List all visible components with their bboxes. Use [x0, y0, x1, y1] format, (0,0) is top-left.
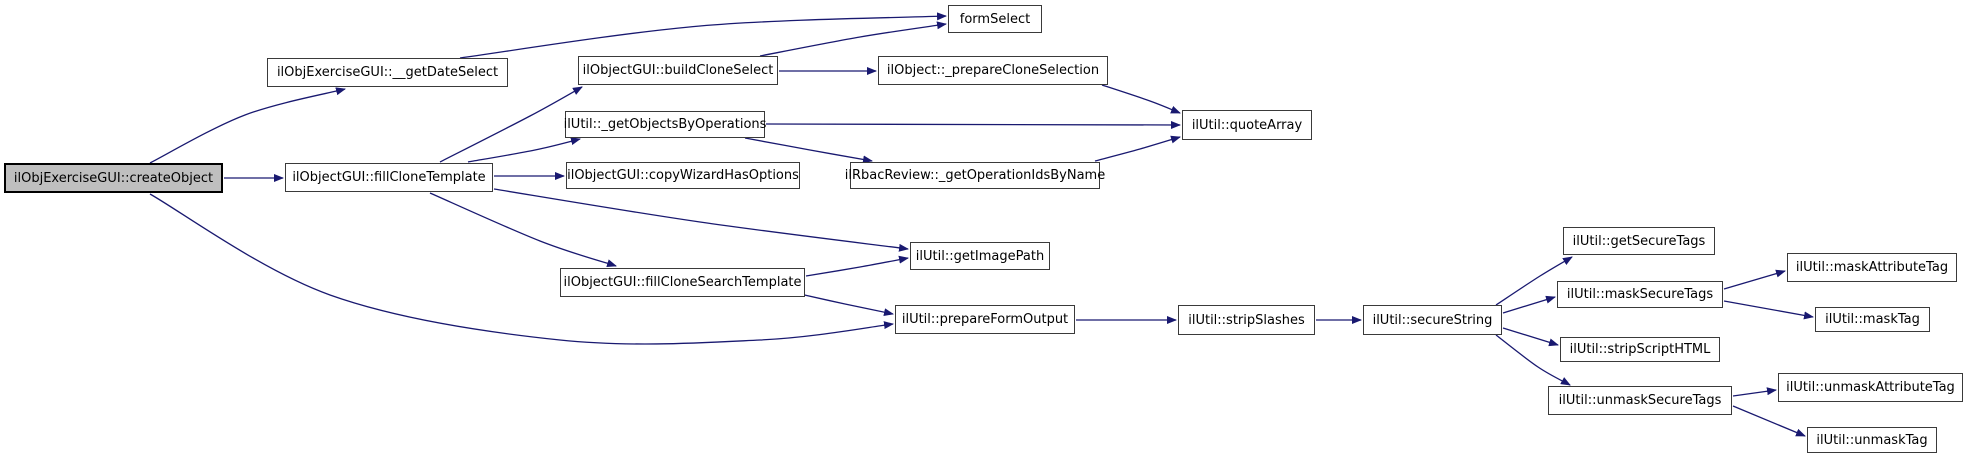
node-label: ilUtil::_getObjectsByOperations [563, 117, 767, 132]
node-getOperationIdsByName[interactable]: ilRbacReview::_getOperationIdsByName [845, 162, 1105, 189]
edge-secureString-to-getSecureTags [1495, 256, 1573, 306]
node-maskAttributeTag[interactable]: ilUtil::maskAttributeTag [1787, 253, 1957, 282]
edge-getOperationIdsByName-to-quoteArray [1094, 135, 1181, 162]
node-prepareCloneSelection[interactable]: ilObject::_prepareCloneSelection [878, 56, 1108, 85]
node-label: ilUtil::secureString [1372, 312, 1493, 328]
edge-secureString-to-maskSecureTags [1502, 295, 1556, 314]
node-unmaskSecureTags[interactable]: ilUtil::unmaskSecureTags [1548, 386, 1732, 415]
edge-maskSecureTags-to-maskAttributeTag [1723, 269, 1786, 290]
node-fillCloneSearchTemplate[interactable]: ilObjectGUI::fillCloneSearchTemplate [560, 268, 805, 297]
node-label: ilRbacReview::_getOperationIdsByName [844, 168, 1106, 183]
edge-secureString-to-unmaskSecureTags [1495, 334, 1571, 386]
node-label: ilObjectGUI::copyWizardHasOptions [567, 168, 799, 183]
node-stripScriptHTML[interactable]: ilUtil::stripScriptHTML [1560, 337, 1720, 362]
node-unmaskTag[interactable]: ilUtil::unmaskTag [1807, 427, 1937, 453]
node-label: ilUtil::maskSecureTags [1566, 287, 1714, 302]
node-label: ilObjExerciseGUI::createObject [13, 170, 214, 186]
node-fillCloneTemplate[interactable]: ilObjectGUI::fillCloneTemplate [285, 163, 493, 192]
edge-getObjectsByOperations-to-getOperationIdsByName [744, 137, 873, 164]
edge-buildCloneSelect-to-formSelect [759, 21, 947, 57]
edge-fillCloneTemplate-to-fillCloneSearchTemplate [429, 192, 617, 267]
node-label: ilUtil::unmaskTag [1816, 432, 1928, 448]
edge-fillCloneTemplate-to-getImagePath [493, 188, 909, 252]
node-label: ilUtil::unmaskAttributeTag [1786, 380, 1955, 395]
node-label: ilObject::_prepareCloneSelection [886, 63, 1100, 78]
node-secureString[interactable]: ilUtil::secureString [1363, 305, 1502, 335]
edge-fillCloneTemplate-to-buildCloneSelect [439, 86, 583, 163]
edge-fillCloneSearchTemplate-to-prepareFormOutput [799, 293, 894, 317]
edge-getObjectsByOperations-to-quoteArray [765, 120, 1181, 129]
node-label: ilObjectGUI::fillCloneTemplate [292, 170, 486, 185]
edge-secureString-to-stripScriptHTML [1502, 327, 1559, 347]
node-label: ilUtil::stripSlashes [1188, 312, 1305, 328]
node-getImagePath[interactable]: ilUtil::getImagePath [910, 242, 1050, 270]
node-copyWizardHasOptions[interactable]: ilObjectGUI::copyWizardHasOptions [566, 162, 800, 189]
node-label: ilUtil::maskAttributeTag [1795, 260, 1949, 275]
node-label: ilUtil::prepareFormOutput [901, 312, 1069, 327]
node-maskTag[interactable]: ilUtil::maskTag [1815, 307, 1930, 332]
node-label: ilUtil::getImagePath [915, 248, 1045, 264]
node-formSelect[interactable]: formSelect [948, 5, 1042, 33]
node-label: ilUtil::maskTag [1825, 312, 1920, 327]
node-prepareFormOutput[interactable]: ilUtil::prepareFormOutput [895, 305, 1075, 334]
edge-unmaskSecureTags-to-unmaskAttributeTag [1732, 387, 1777, 397]
node-createObject[interactable]: ilObjExerciseGUI::createObject [4, 163, 223, 193]
node-label: ilUtil::getSecureTags [1572, 233, 1706, 249]
node-stripSlashes[interactable]: ilUtil::stripSlashes [1178, 305, 1315, 335]
edge-maskSecureTags-to-maskTag [1723, 300, 1814, 320]
node-label: ilObjectGUI::buildCloneSelect [582, 63, 774, 78]
node-label: formSelect [959, 11, 1031, 27]
node-getSecureTags[interactable]: ilUtil::getSecureTags [1563, 227, 1715, 255]
edge-getDateSelect-to-formSelect [459, 12, 947, 59]
node-label: ilObjExerciseGUI::__getDateSelect [276, 65, 499, 80]
node-maskSecureTags[interactable]: ilUtil::maskSecureTags [1557, 281, 1723, 308]
edge-unmaskSecureTags-to-unmaskTag [1732, 405, 1806, 437]
node-quoteArray[interactable]: ilUtil::quoteArray [1182, 110, 1312, 140]
node-getObjectsByOperations[interactable]: ilUtil::_getObjectsByOperations [563, 111, 767, 138]
edge-fillCloneTemplate-to-getObjectsByOperations [467, 137, 581, 163]
node-label: ilUtil::stripScriptHTML [1569, 342, 1711, 357]
node-label: ilObjectGUI::fillCloneSearchTemplate [563, 275, 802, 290]
node-label: ilUtil::quoteArray [1191, 117, 1303, 133]
node-unmaskAttributeTag[interactable]: ilUtil::unmaskAttributeTag [1778, 373, 1963, 402]
edge-fillCloneSearchTemplate-to-getImagePath [805, 255, 909, 277]
node-buildCloneSelect[interactable]: ilObjectGUI::buildCloneSelect [578, 56, 778, 85]
node-getDateSelect[interactable]: ilObjExerciseGUI::__getDateSelect [267, 58, 508, 87]
edge-createObject-to-getDateSelect [149, 87, 346, 164]
node-label: ilUtil::unmaskSecureTags [1558, 393, 1722, 408]
edge-prepareCloneSelection-to-quoteArray [1101, 84, 1181, 114]
edge-createObject-to-prepareFormOutput [149, 193, 894, 345]
